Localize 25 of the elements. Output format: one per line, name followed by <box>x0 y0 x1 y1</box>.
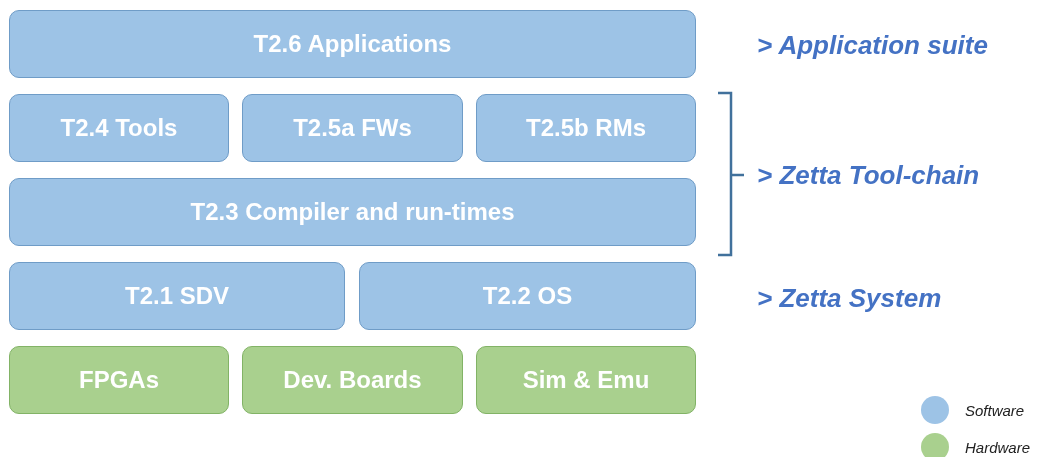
layer-label: Sim & Emu <box>522 366 650 394</box>
layer-box <box>242 346 463 414</box>
layer-box <box>242 94 463 162</box>
layer-label: Dev. Boards <box>283 366 422 394</box>
layer-group-label: > Application suite <box>757 29 988 61</box>
layer-group-label: > Zetta Tool-chain <box>757 159 980 191</box>
layer-box <box>9 178 696 246</box>
layer-box <box>359 262 696 330</box>
layer-box <box>9 262 345 330</box>
layer-group-label: > Zetta System <box>757 282 942 314</box>
legend-label: Hardware <box>965 438 1031 456</box>
layer-label: T2.5a FWs <box>293 114 412 142</box>
layer-box <box>476 346 696 414</box>
layer-box <box>9 94 229 162</box>
layer-label: T2.2 OS <box>482 282 573 310</box>
layer-box <box>476 94 696 162</box>
layer-box <box>9 346 229 414</box>
layer-label: T2.3 Compiler and run-times <box>190 198 515 226</box>
layer-box <box>9 10 696 78</box>
layer-label: T2.4 Tools <box>60 114 178 142</box>
layer-label: T2.5b RMs <box>526 114 646 142</box>
layer-label: T2.1 SDV <box>124 282 229 310</box>
legend-label: Software <box>965 401 1025 419</box>
layer-label: FPGAs <box>79 366 159 394</box>
layer-label: T2.6 Applications <box>253 30 452 58</box>
